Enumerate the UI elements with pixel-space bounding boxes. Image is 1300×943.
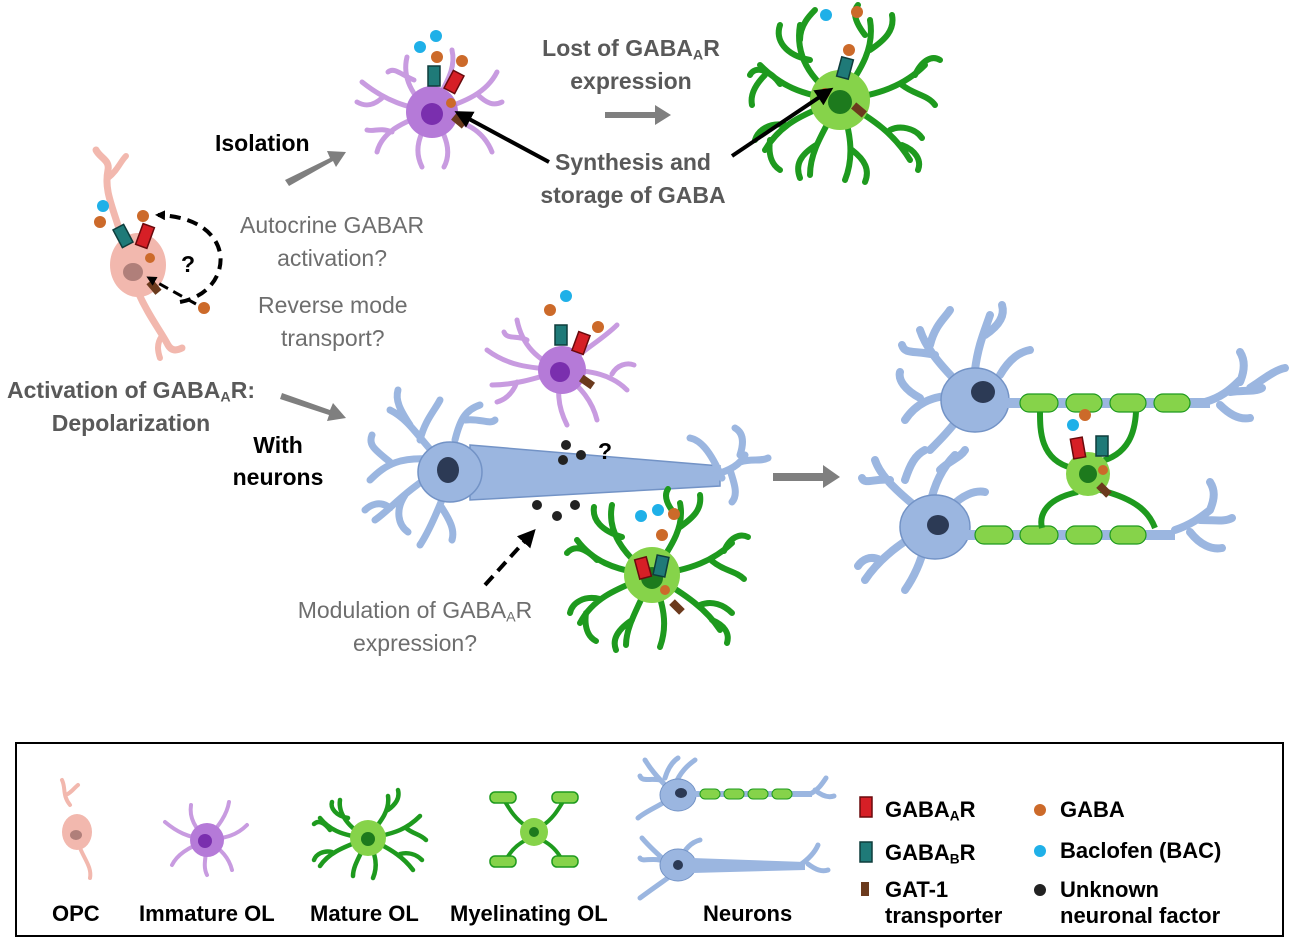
with-line-1: With <box>253 432 303 458</box>
opc-cell-icon <box>60 778 93 880</box>
legend-gaba-label: GABA <box>1060 797 1125 822</box>
synthesis-arrow-left <box>454 111 550 164</box>
label-activation: Activation of GABAAR: Depolarization <box>0 374 262 440</box>
question-mark-neurons: ? <box>598 438 613 464</box>
arrow-to-myelination <box>773 465 840 488</box>
arrow-lost <box>605 105 671 125</box>
mature-ol-icon <box>311 787 429 881</box>
legend-baclofen-label: Baclofen (BAC) <box>1060 838 1222 863</box>
legend-gat1-label: GAT-1 transporter <box>885 877 1002 929</box>
reverse-line-2: transport? <box>281 325 385 351</box>
gray-arrows <box>280 105 840 488</box>
legend-box <box>15 742 1284 937</box>
gababr-text: GABA <box>885 840 950 865</box>
label-with-neurons: With neurons <box>228 429 328 493</box>
immature-top-receptors <box>414 30 468 129</box>
immature-ol-middle <box>484 317 637 428</box>
modulation-arrow <box>483 529 536 587</box>
legend-immature-label: Immature OL <box>139 901 275 926</box>
label-isolation: Isolation <box>215 130 310 156</box>
legend-unknown-label: Unknown neuronal factor <box>1060 877 1220 929</box>
activation-line-2: Depolarization <box>51 410 211 436</box>
unknown-factors <box>532 440 586 521</box>
label-reverse: Reverse mode transport? <box>258 289 408 355</box>
modulation-end: R <box>515 597 533 623</box>
label-autocrine: Autocrine GABAR activation? <box>240 209 424 275</box>
myelinating-ol-icon <box>489 791 579 868</box>
gat1-line-2: transporter <box>885 903 1003 928</box>
legend-gabaar-label: GABAAR <box>885 797 976 823</box>
activation-text: Activation of GABA <box>7 377 221 403</box>
gababr-sub: B <box>949 851 960 867</box>
question-mark-opc: ? <box>181 251 196 277</box>
opc-cell <box>92 146 223 361</box>
mature-middle-receptors <box>633 504 685 615</box>
myelination-scene <box>854 301 1289 594</box>
label-lost: Lost of GABAAR expression <box>542 32 720 98</box>
autocrine-line-1: Autocrine GABAR <box>240 212 425 238</box>
neurons-icon <box>635 755 837 901</box>
modulation-line-2: expression? <box>352 630 478 656</box>
arrow-isolation <box>285 151 346 186</box>
lost-end: R <box>703 35 720 61</box>
autocrine-line-2: activation? <box>277 245 388 271</box>
gababr-symbol <box>859 841 873 863</box>
gabaar-end: R <box>959 797 976 822</box>
lost-sub: A <box>692 47 704 64</box>
legend-gababr-label: GABABR <box>885 840 976 866</box>
immature-middle-receptors <box>544 290 604 390</box>
immature-ol-top <box>354 47 505 170</box>
legend-symbols <box>859 796 1046 896</box>
legend-myelinating-label: Myelinating OL <box>450 901 608 926</box>
gat1-symbol <box>861 882 869 896</box>
legend-opc-label: OPC <box>52 901 100 926</box>
synthesis-line-1: Synthesis and <box>555 149 711 175</box>
lost-line-2: expression <box>570 68 692 94</box>
reverse-line-1: Reverse mode <box>258 292 408 318</box>
gabaar-text: GABA <box>885 797 950 822</box>
modulation-text: Modulation of GABA <box>297 597 507 623</box>
unknown-line-2: neuronal factor <box>1060 903 1221 928</box>
gaba-symbol <box>1034 804 1046 816</box>
modulation-sub: A <box>506 609 516 626</box>
unknown-line-1: Unknown <box>1060 877 1159 902</box>
immature-ol-icon <box>163 800 249 877</box>
gababr-end: R <box>959 840 976 865</box>
gabaar-sub: A <box>949 808 960 824</box>
lost-text: Lost of GABA <box>542 35 693 61</box>
legend-mature-label: Mature OL <box>310 901 419 926</box>
neuron-middle <box>361 386 772 549</box>
activation-sub: A <box>220 389 231 406</box>
activation-end: R: <box>230 377 255 403</box>
gat1-line-1: GAT-1 <box>885 877 949 902</box>
gabaar-symbol <box>859 796 873 818</box>
label-synthesis: Synthesis and storage of GABA <box>538 146 728 212</box>
label-modulation: Modulation of GABAAR expression? <box>288 594 542 660</box>
unknown-symbol <box>1034 884 1046 896</box>
synthesis-arrow-right <box>730 87 834 158</box>
with-line-2: neurons <box>232 464 324 490</box>
legend-neurons-label: Neurons <box>703 901 793 926</box>
baclofen-symbol <box>1034 845 1046 857</box>
arrow-with-neurons <box>280 393 346 421</box>
mature-ol-top <box>747 2 943 185</box>
synthesis-line-2: storage of GABA <box>540 182 726 208</box>
